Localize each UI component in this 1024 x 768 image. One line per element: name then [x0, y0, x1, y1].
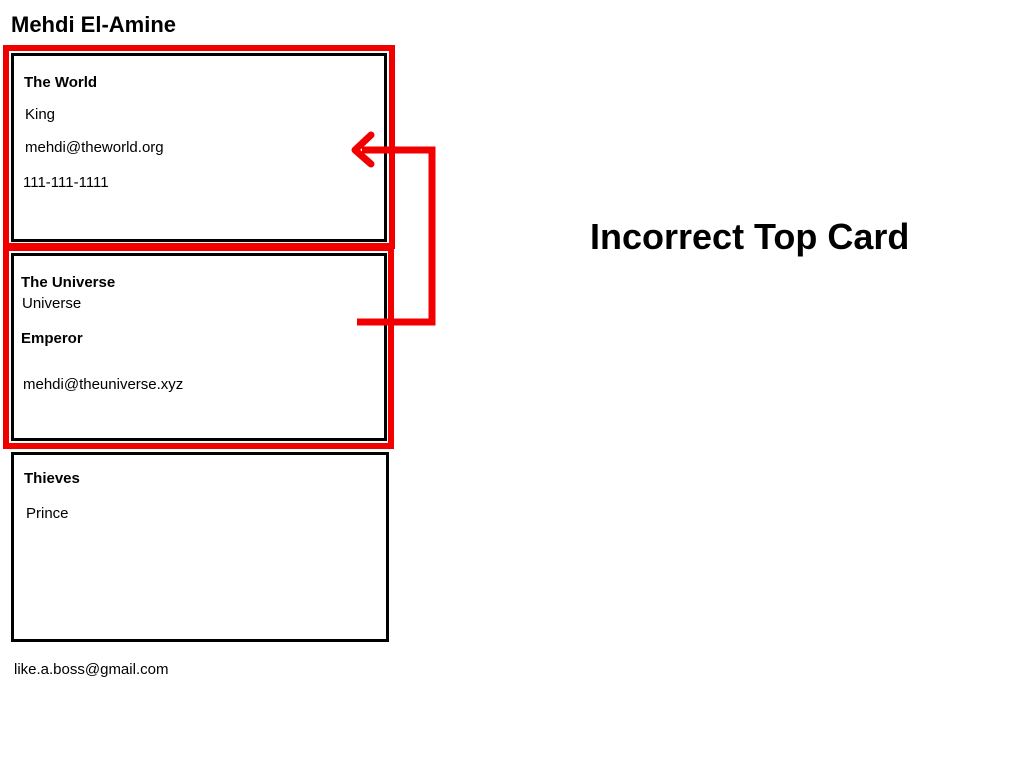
card-email: mehdi@theworld.org — [25, 139, 164, 156]
card-org: The World — [24, 74, 98, 91]
card-the-universe: The Universe Universe Emperor mehdi@theu… — [11, 253, 387, 441]
card-org: The Universe — [21, 274, 116, 291]
card-title: King — [25, 106, 56, 123]
connector-line — [357, 146, 436, 326]
annotation-label: Incorrect Top Card — [590, 216, 910, 257]
highlight-frame-second-card — [3, 245, 394, 449]
card-subtitle: Universe — [22, 295, 82, 312]
card-email: mehdi@theuniverse.xyz — [23, 376, 184, 393]
footer-email: like.a.boss@gmail.com — [14, 661, 169, 678]
card-phone: 111-111-1111 — [23, 174, 109, 191]
page-title: Mehdi El-Amine — [11, 12, 177, 37]
card-title: Prince — [26, 505, 69, 522]
arrowhead-icon — [351, 131, 375, 168]
card-the-world: The World King mehdi@theworld.org 111-11… — [11, 53, 387, 242]
card-title: Emperor — [21, 330, 83, 347]
card-org: Thieves — [24, 470, 80, 487]
card-thieves: Thieves Prince — [11, 452, 389, 642]
